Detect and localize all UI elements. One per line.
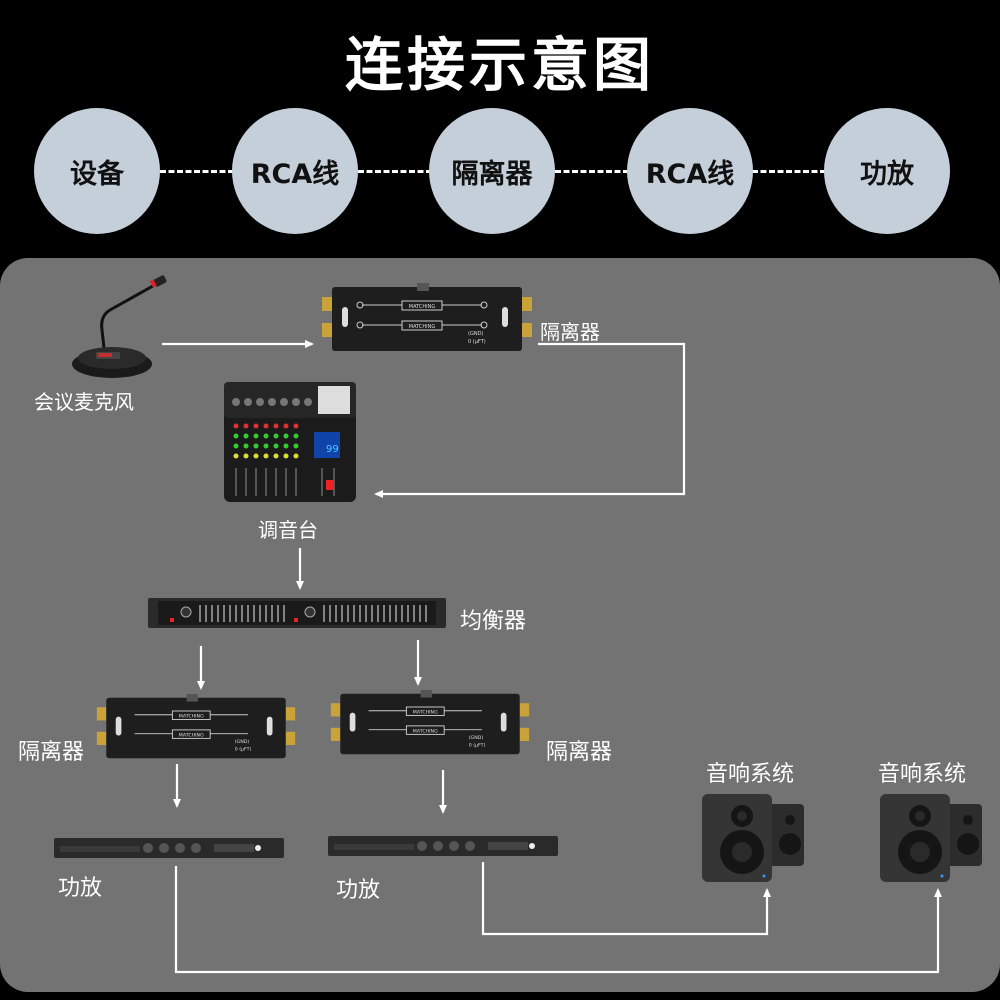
isolator-top: MATCHING MATCHING (GND) 0 (μFT) xyxy=(322,283,532,359)
flow-connector xyxy=(160,170,234,173)
speaker-system-icon xyxy=(702,794,804,882)
gnd-label: (GND) xyxy=(468,331,483,337)
amp-right-label: 功放 xyxy=(336,878,381,903)
svg-text:MATCHING: MATCHING xyxy=(413,729,438,735)
flow-strip: 设备 RCA线 隔离器 RCA线 功放 xyxy=(0,108,1000,236)
flow-node-rca-cable: RCA线 xyxy=(232,108,358,234)
flow-node-amplifier: 功放 xyxy=(824,108,950,234)
isolator-device-icon: MATCHING MATCHING (GND) 0 (μFT) xyxy=(96,694,296,759)
graphic-equalizer-icon xyxy=(148,598,446,628)
svg-text:(GND): (GND) xyxy=(235,739,250,745)
wire-amp-right-to-speaker-1 xyxy=(481,862,771,936)
page-title: 连接示意图 xyxy=(344,31,655,99)
flow-connector xyxy=(752,170,826,173)
speaker-system-icon xyxy=(880,794,982,882)
matching-label: MATCHING xyxy=(409,324,436,330)
mixing-console-icon: 99 xyxy=(224,382,356,502)
svg-text:(GND): (GND) xyxy=(469,735,484,741)
isolator-right: MATCHING MATCHING (GND) 0 (μFT) xyxy=(330,690,530,762)
mixer-label: 调音台 xyxy=(258,518,318,542)
flow-node-rca-cable: RCA线 xyxy=(627,108,753,234)
isolator-right-label: 隔离器 xyxy=(546,740,613,765)
matching-label: MATCHING xyxy=(409,304,436,310)
isolator-left-label: 隔离器 xyxy=(18,740,85,765)
isolator-top-label: 隔离器 xyxy=(540,320,600,344)
power-amplifier-icon xyxy=(54,838,284,858)
isolator-device-icon: MATCHING MATCHING (GND) 0 (μFT) xyxy=(322,283,532,351)
power-amplifier-icon xyxy=(328,836,558,856)
svg-text:MATCHING: MATCHING xyxy=(179,733,204,739)
flow-node-isolator: 隔离器 xyxy=(429,108,555,234)
flow-connector xyxy=(358,170,432,173)
uft-label: 0 (μFT) xyxy=(468,339,486,345)
svg-text:0 (μFT): 0 (μFT) xyxy=(235,747,252,753)
wire-amp-left-to-speaker-2 xyxy=(174,866,942,974)
conference-microphone-icon xyxy=(72,275,167,378)
wire-isolator-to-mixer xyxy=(374,342,686,498)
speaker-1-label: 音响系统 xyxy=(706,762,795,787)
flow-node-device: 设备 xyxy=(34,108,160,234)
equalizer-label: 均衡器 xyxy=(460,609,527,634)
speaker-2-label: 音响系统 xyxy=(878,762,967,787)
isolator-left: MATCHING MATCHING (GND) 0 (μFT) xyxy=(96,694,296,766)
svg-text:0 (μFT): 0 (μFT) xyxy=(469,743,486,749)
svg-text:MATCHING: MATCHING xyxy=(179,714,204,720)
svg-text:MATCHING: MATCHING xyxy=(413,710,438,716)
svg-text:99: 99 xyxy=(326,444,339,455)
amp-left-label: 功放 xyxy=(58,876,103,901)
isolator-device-icon: MATCHING MATCHING (GND) 0 (μFT) xyxy=(330,690,530,755)
microphone-label: 会议麦克风 xyxy=(34,390,134,414)
flow-connector xyxy=(555,170,629,173)
